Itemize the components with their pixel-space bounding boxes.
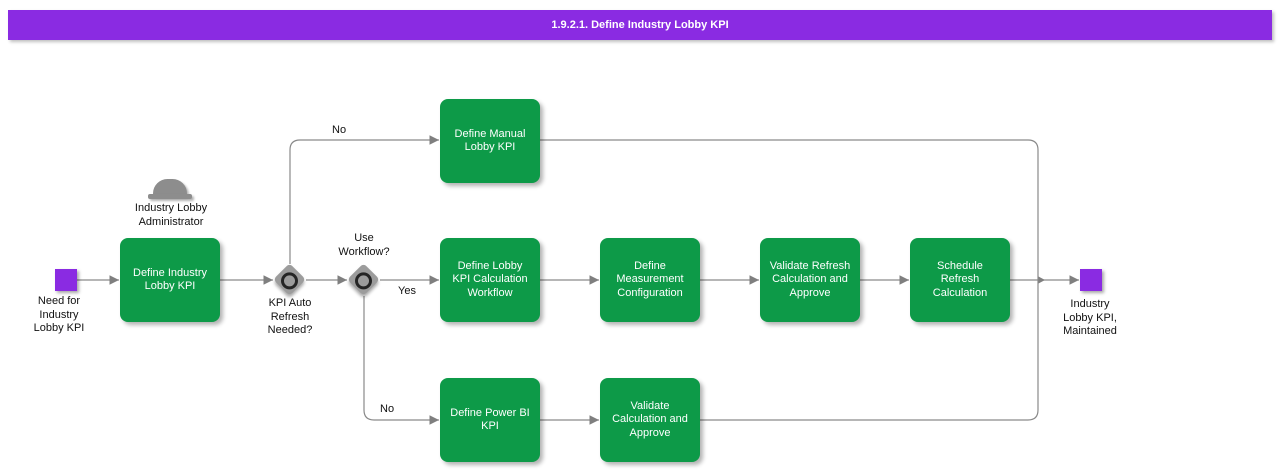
actor-person-icon [153, 179, 187, 196]
diagram-title: 1.9.2.1. Define Industry Lobby KPI [551, 19, 729, 31]
connector-define-manual-to-merge [540, 139, 1039, 280]
task-define-manual-lobby-kpi[interactable]: Define Manual Lobby KPI [440, 99, 540, 183]
start-event-node[interactable] [55, 269, 77, 291]
merge-junction-arrow-icon [1038, 276, 1045, 284]
gateway-use-workflow-label: Use Workflow? [338, 232, 390, 258]
task-define-industry-lobby-kpi[interactable]: Define Industry Lobby KPI [120, 238, 220, 322]
edge-label-yes: Yes [398, 285, 416, 297]
task-validate-refresh-calculation-and-approve[interactable]: Validate Refresh Calculation and Approve [760, 238, 860, 322]
connector-validate-calculation-to-merge [700, 280, 1039, 421]
end-event-node[interactable] [1080, 269, 1102, 291]
connector-gateway-workflow-no-to-define-power-bi [363, 296, 439, 425]
diagram-title-bar: 1.9.2.1. Define Industry Lobby KPI [8, 10, 1272, 40]
actor-person-icon-base [148, 194, 192, 199]
edge-label-no-bottom: No [380, 403, 395, 415]
task-validate-calculation-and-approve[interactable]: Validate Calculation and Approve [600, 378, 700, 462]
gateway-kpi-auto-refresh-label: KPI Auto Refresh Needed? [267, 297, 313, 336]
start-event-label: Need for Industry Lobby KPI [33, 295, 85, 334]
task-schedule-refresh-calculation[interactable]: Schedule Refresh Calculation [910, 238, 1010, 322]
task-define-lobby-kpi-calculation-workflow[interactable]: Define Lobby KPI Calculation Workflow [440, 238, 540, 322]
end-event-label: Industry Lobby KPI, Maintained [1063, 298, 1117, 337]
connector-gateway-refresh-no-to-define-manual [289, 135, 439, 264]
actor-label: Industry Lobby Administrator [134, 202, 208, 228]
task-define-power-bi-kpi[interactable]: Define Power BI KPI [440, 378, 540, 462]
edge-label-no-top: No [332, 124, 347, 136]
task-define-measurement-configuration[interactable]: Define Measurement Configuration [600, 238, 700, 322]
